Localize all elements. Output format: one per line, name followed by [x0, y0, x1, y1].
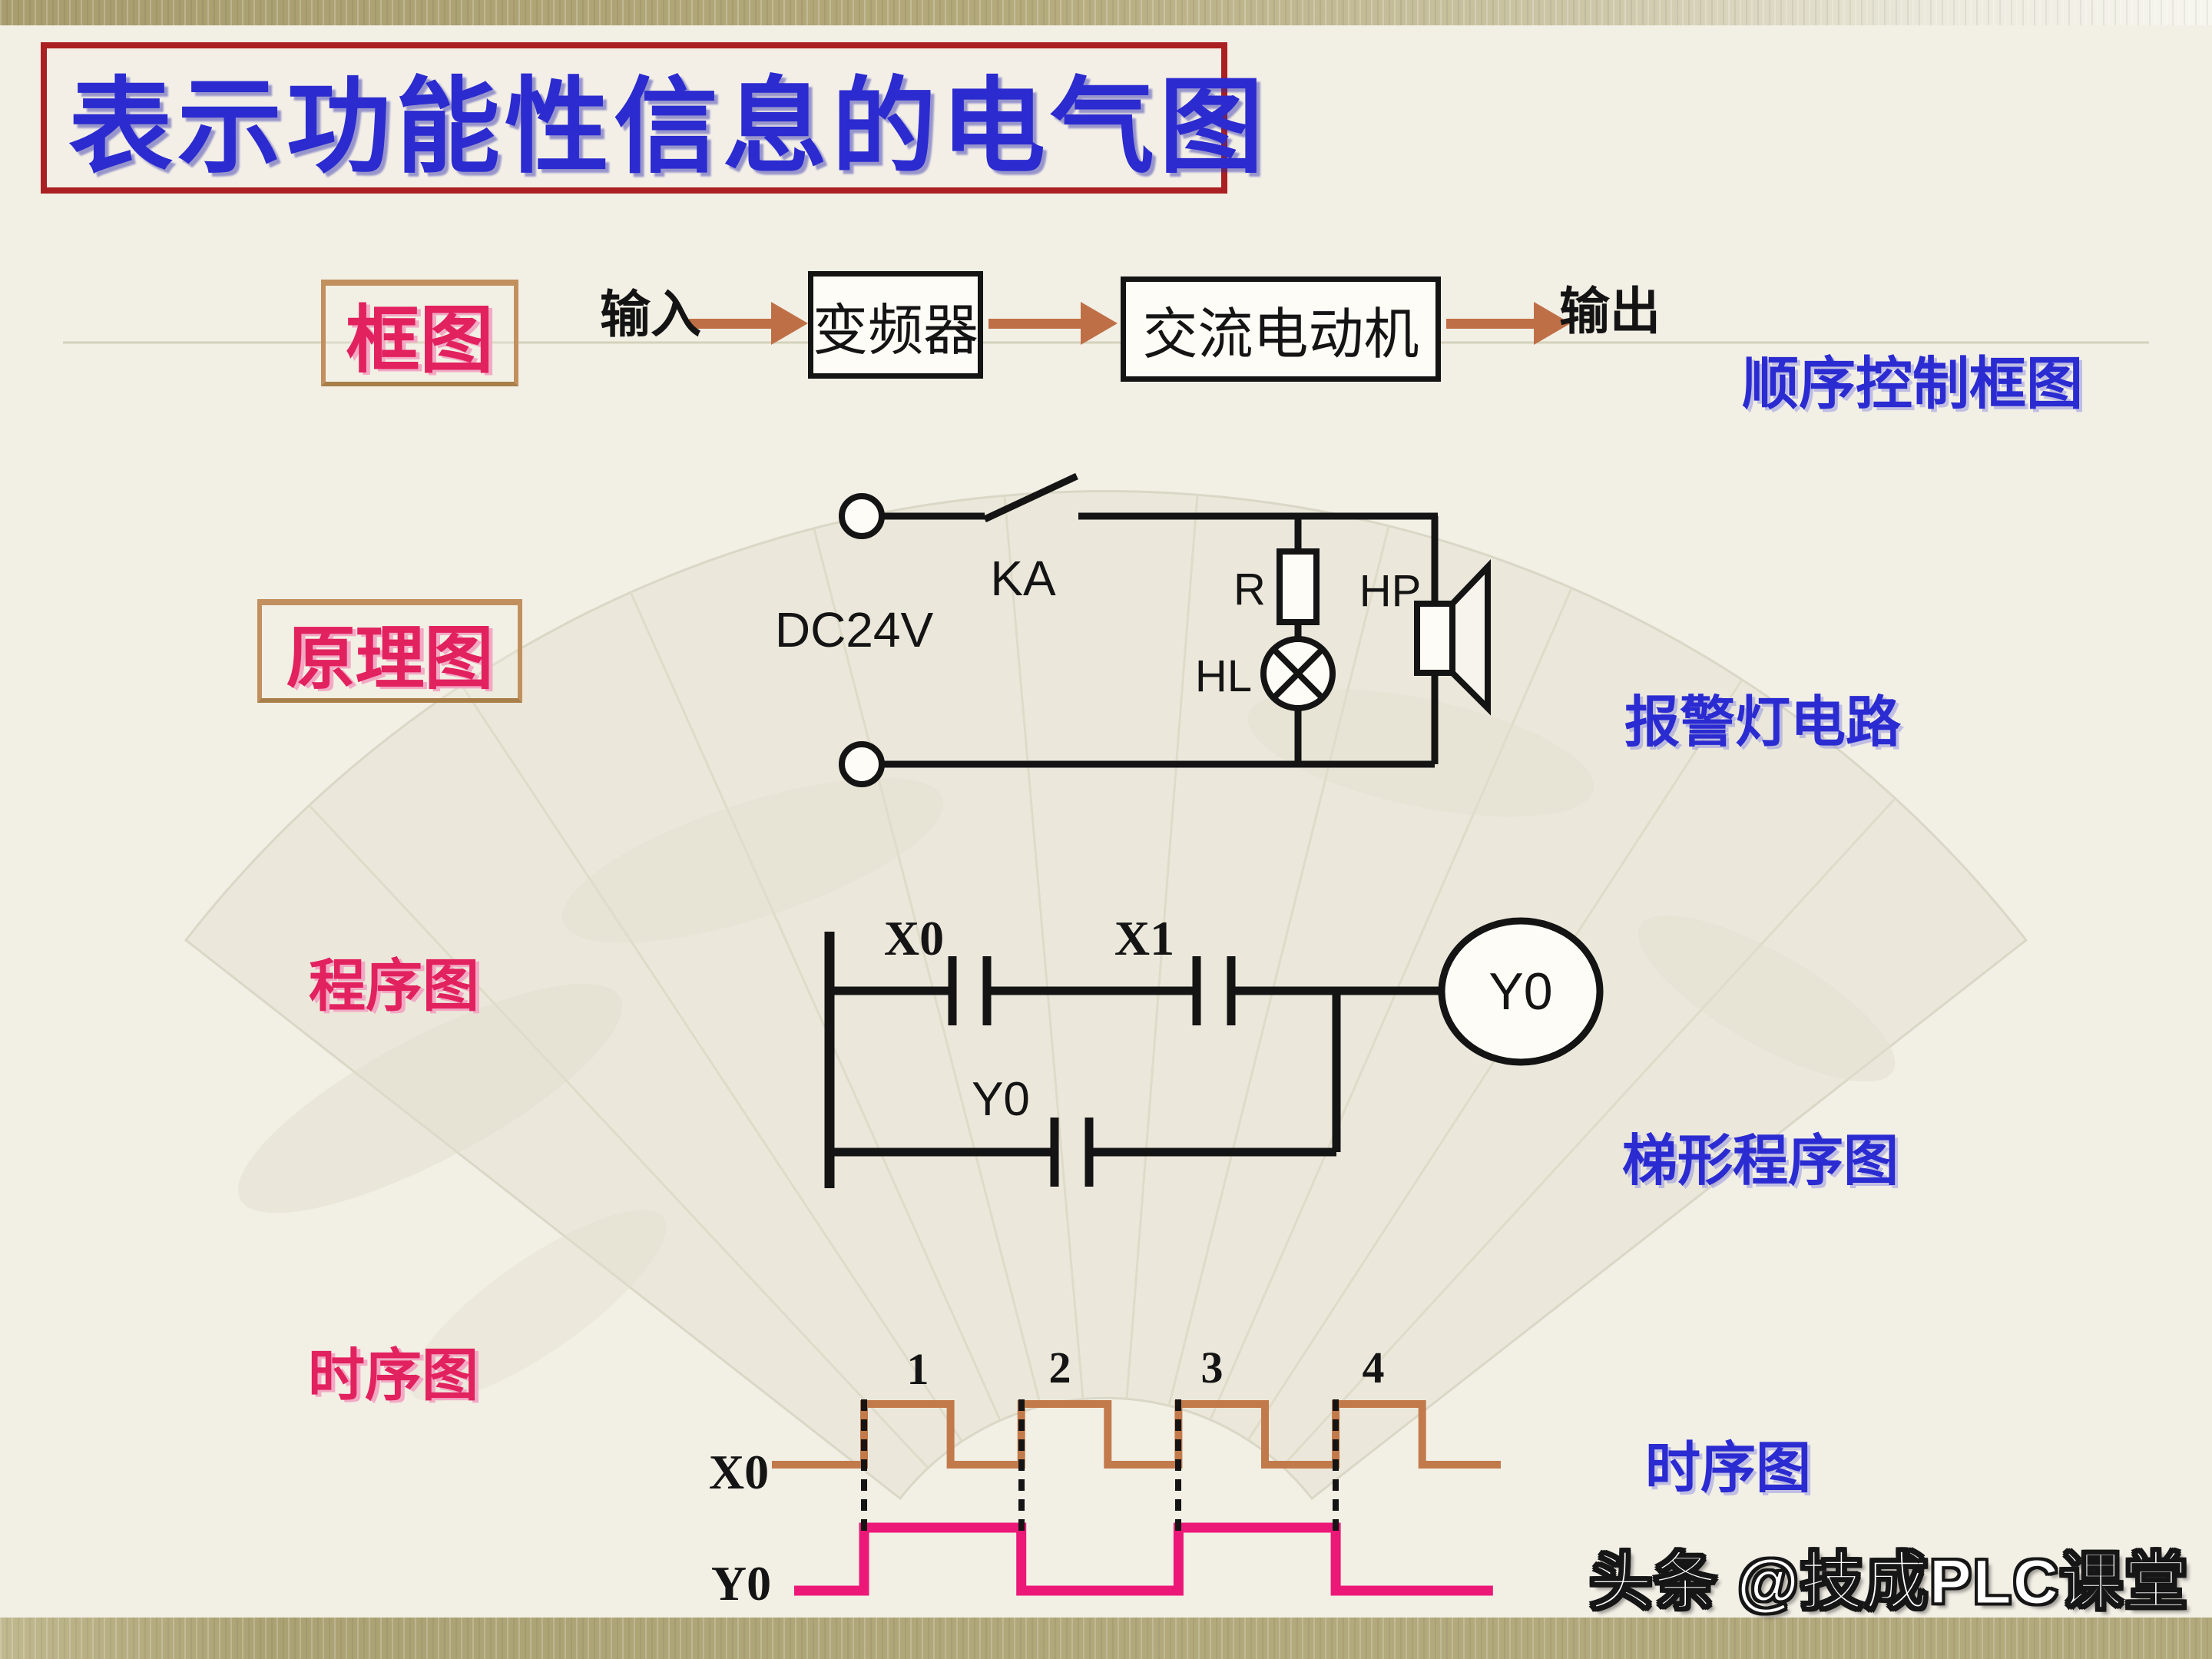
inverter-box-label: 变频器	[813, 300, 979, 362]
horn-label: HP	[1359, 566, 1422, 616]
block-diagram-label-box: 框图	[321, 280, 518, 386]
arrow-input-to-inverter	[689, 302, 808, 345]
top-gold-ribbon	[0, 0, 2212, 25]
input-label: 输入	[600, 286, 701, 343]
flow-arrows	[689, 302, 1571, 345]
timing-marker-2: 2	[1048, 1343, 1071, 1392]
schematic-caption: 报警灯电路	[1624, 692, 1902, 753]
output-label: 输出	[1559, 283, 1661, 339]
contact-x0-label: X0	[883, 911, 945, 965]
resistor-label: R	[1233, 565, 1266, 614]
program-label: 程序图	[309, 955, 479, 1018]
timing-marker-4: 4	[1362, 1343, 1385, 1392]
title-box: 表示功能性信息的电气图	[41, 42, 1263, 194]
timing-diagram-waves	[772, 1399, 1501, 1596]
timing-caption: 时序图	[1644, 1438, 1812, 1499]
contact-y0-label: Y0	[972, 1073, 1030, 1126]
inverter-box: 变频器	[808, 271, 983, 379]
timing-marker-dashed-lines	[861, 1399, 1339, 1532]
timing-marker-3: 3	[1200, 1343, 1224, 1392]
coil-y0-icon	[1438, 917, 1604, 1066]
fan-mountain-wash	[237, 688, 1896, 1402]
timing-signal-y0-label: Y0	[710, 1556, 772, 1611]
alarm-circuit-schematic	[839, 472, 1491, 787]
schematic-label-box: 原理图	[257, 599, 522, 703]
resistor-symbol-icon	[1277, 548, 1320, 625]
terminal-bottom-icon	[839, 741, 885, 787]
contact-x1-label: X1	[1114, 911, 1175, 965]
speaker-symbol-icon	[1414, 559, 1491, 716]
page-title: 表示功能性信息的电气图	[68, 71, 1268, 186]
ka-switch-blade-icon	[983, 472, 1078, 523]
timing-marker-1: 1	[906, 1344, 929, 1394]
terminal-top-icon	[839, 493, 885, 539]
bottom-gold-ribbon	[0, 1618, 2212, 1659]
ac-motor-box: 交流电动机	[1121, 276, 1441, 382]
power-label: DC24V	[774, 602, 934, 657]
channel-watermark: 头条 @技成PLC课堂	[1588, 1547, 2189, 1618]
coil-y0-label: Y0	[1488, 962, 1553, 1021]
lamp-symbol-icon	[1260, 636, 1336, 711]
arrow-inverter-to-motor	[988, 302, 1118, 345]
timing-signal-x0-label: X0	[708, 1445, 770, 1499]
arrow-motor-to-output	[1446, 302, 1571, 345]
program-caption: 梯形程序图	[1621, 1131, 1899, 1192]
ac-motor-box-label: 交流电动机	[1142, 304, 1419, 366]
x0-waveform	[772, 1400, 1501, 1469]
ladder-diagram	[824, 917, 1604, 1188]
block-diagram-label: 框图	[346, 300, 494, 382]
block-diagram-caption: 顺序控制框图	[1742, 352, 2083, 416]
y0-waveform	[794, 1522, 1493, 1596]
schematic-label: 原理图	[286, 621, 494, 697]
timing-label: 时序图	[308, 1345, 478, 1408]
relay-contact-label: KA	[990, 551, 1056, 606]
lamp-label: HL	[1194, 651, 1253, 701]
